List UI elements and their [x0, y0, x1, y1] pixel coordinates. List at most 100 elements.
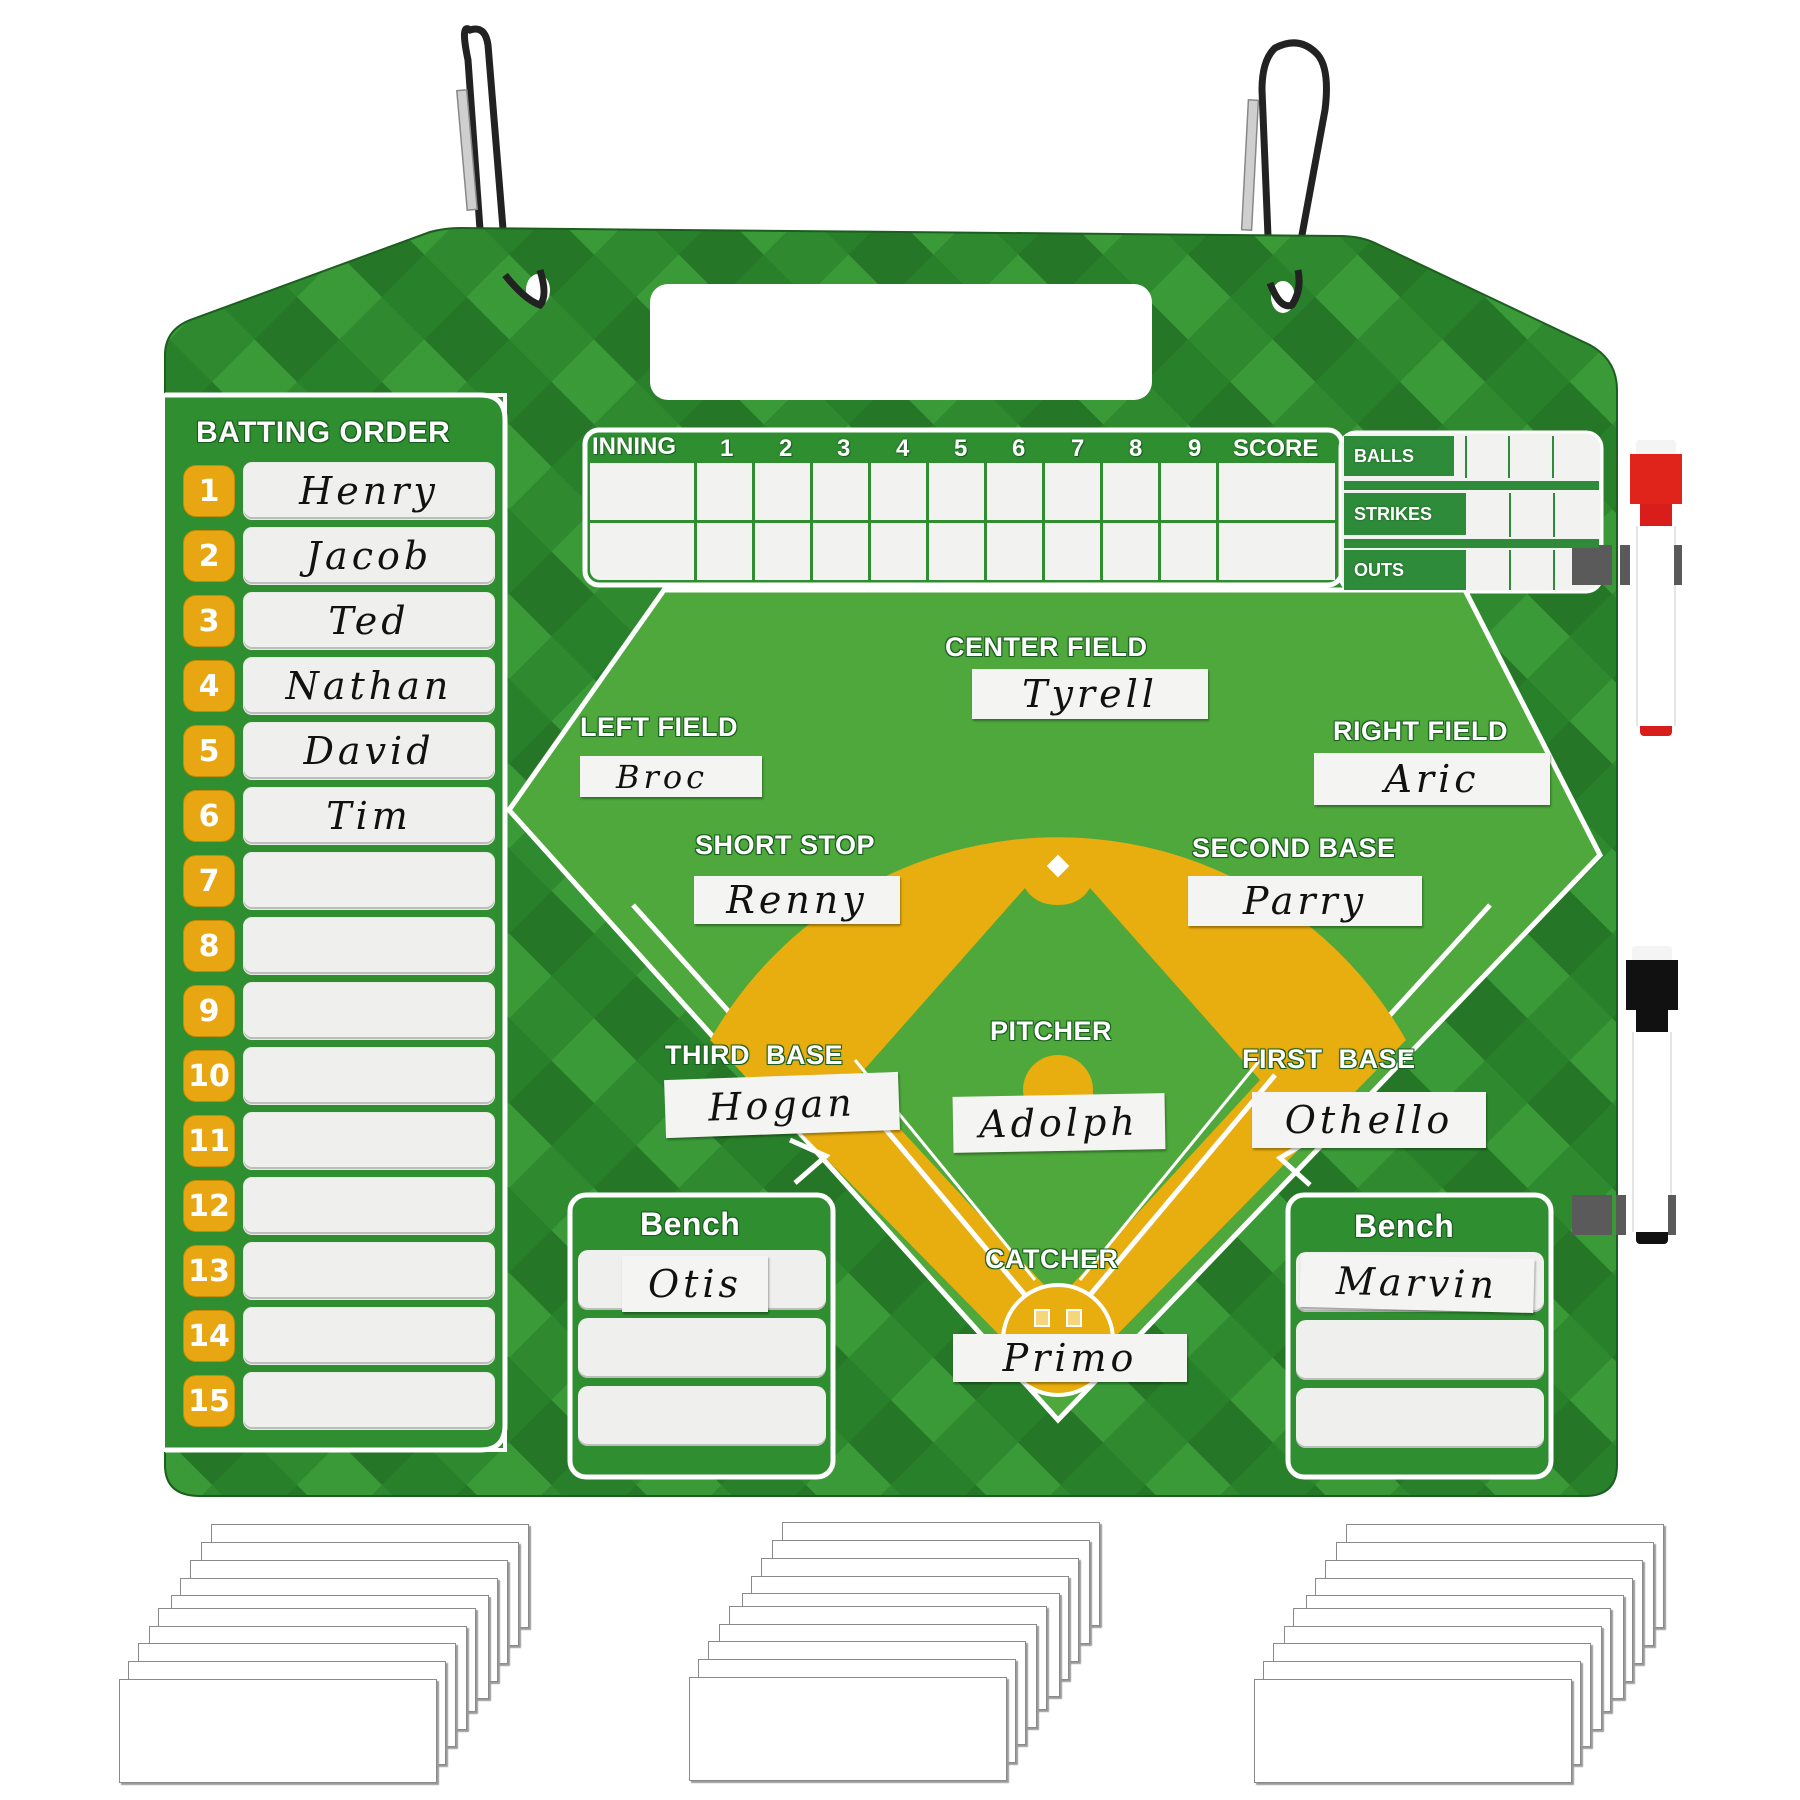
- batting-order-row[interactable]: 12: [184, 1178, 494, 1234]
- outs-label: OUTS: [1344, 550, 1466, 590]
- center-field-slot[interactable]: Tyrell: [972, 669, 1208, 719]
- score-label: SCORE: [1233, 435, 1319, 462]
- inning-9-label: 9: [1188, 435, 1202, 462]
- batting-order-row[interactable]: 15: [184, 1373, 494, 1429]
- team-cell[interactable]: [590, 463, 694, 520]
- team-cell[interactable]: [590, 523, 694, 580]
- bench-right-title: Bench: [1354, 1208, 1455, 1244]
- batting-name-slot[interactable]: David: [244, 723, 494, 779]
- second-base-slot[interactable]: Parry: [1188, 876, 1422, 926]
- batting-name-slot[interactable]: [244, 1373, 494, 1429]
- ball-box-divider: [1508, 436, 1510, 478]
- inning-cell[interactable]: [929, 463, 984, 520]
- player-name: Othello: [1284, 1098, 1454, 1142]
- batting-name-slot[interactable]: Henry: [244, 463, 494, 519]
- bench-player-tag[interactable]: Marvin: [1299, 1252, 1535, 1314]
- inning-cell[interactable]: [697, 523, 752, 580]
- bench-slot[interactable]: [578, 1318, 826, 1378]
- inning-cell[interactable]: [755, 463, 810, 520]
- inning-cell[interactable]: [1103, 463, 1158, 520]
- batting-number-badge: 7: [184, 856, 234, 906]
- third-base-label: THIRD BASE: [665, 1040, 844, 1070]
- bench-slot[interactable]: [1296, 1388, 1544, 1448]
- marker-clip-icon: [1616, 1195, 1626, 1235]
- blank-magnet-tag[interactable]: [689, 1677, 1007, 1781]
- score-cell[interactable]: [1219, 463, 1335, 520]
- inning-cell[interactable]: [1161, 523, 1216, 580]
- catcher-label: CATCHER: [985, 1244, 1119, 1274]
- red-marker-icon[interactable]: [1626, 440, 1686, 740]
- inning-cell[interactable]: [987, 463, 1042, 520]
- inning-3-label: 3: [837, 435, 851, 462]
- batting-order-row[interactable]: 9: [184, 983, 494, 1039]
- pitcher-slot[interactable]: Adolph: [952, 1093, 1166, 1153]
- black-marker-icon[interactable]: [1622, 946, 1682, 1246]
- batting-name-slot[interactable]: [244, 1178, 494, 1234]
- batting-name-slot[interactable]: [244, 983, 494, 1039]
- batting-order-row[interactable]: 10: [184, 1048, 494, 1104]
- batting-number-badge: 12: [184, 1181, 234, 1231]
- player-name: Aric: [1384, 757, 1480, 801]
- inning-cell[interactable]: [929, 523, 984, 580]
- first-base-slot[interactable]: Othello: [1252, 1092, 1486, 1148]
- inning-1-label: 1: [720, 435, 734, 462]
- batting-name-slot[interactable]: Ted: [244, 593, 494, 649]
- inning-cell[interactable]: [987, 523, 1042, 580]
- batting-number-badge: 9: [184, 986, 234, 1036]
- batting-number-badge: 11: [184, 1116, 234, 1166]
- batting-order-row[interactable]: 8: [184, 918, 494, 974]
- inning-cell[interactable]: [697, 463, 752, 520]
- inning-cell[interactable]: [871, 523, 926, 580]
- inning-cell[interactable]: [813, 523, 868, 580]
- batting-name-slot[interactable]: [244, 1113, 494, 1169]
- player-name: Broc: [616, 757, 708, 796]
- batting-name-slot[interactable]: Jacob: [244, 528, 494, 584]
- player-name: Adolph: [978, 1099, 1140, 1147]
- third-base-slot[interactable]: Hogan: [664, 1071, 900, 1139]
- batting-number-badge: 15: [184, 1376, 234, 1426]
- marker-clip-icon: [1668, 1195, 1676, 1235]
- blank-magnet-tag[interactable]: [119, 1679, 437, 1783]
- divider: [1344, 481, 1599, 490]
- batting-name-slot[interactable]: [244, 1308, 494, 1364]
- bench-left-title: Bench: [640, 1206, 741, 1242]
- bench-slot[interactable]: [578, 1386, 826, 1446]
- inning-cell[interactable]: [1045, 523, 1100, 580]
- bench-slot[interactable]: [1296, 1320, 1544, 1380]
- batting-name-slot[interactable]: [244, 1048, 494, 1104]
- inning-cell[interactable]: [755, 523, 810, 580]
- batting-order-row[interactable]: 11: [184, 1113, 494, 1169]
- short-stop-slot[interactable]: Renny: [694, 876, 900, 924]
- score-cell[interactable]: [1219, 523, 1335, 580]
- batting-name-slot[interactable]: [244, 853, 494, 909]
- batting-name-slot[interactable]: Tim: [244, 788, 494, 844]
- out-box-divider: [1509, 550, 1511, 590]
- batting-name-slot[interactable]: Nathan: [244, 658, 494, 714]
- right-field-slot[interactable]: Aric: [1314, 753, 1550, 805]
- batting-name-slot[interactable]: [244, 918, 494, 974]
- player-name: Ted: [328, 599, 410, 643]
- player-name: Parry: [1242, 879, 1368, 923]
- bench-player-tag[interactable]: Otis: [622, 1256, 768, 1312]
- blank-magnet-tag[interactable]: [1254, 1679, 1572, 1783]
- batting-order-row[interactable]: 13: [184, 1243, 494, 1299]
- batting-number-badge: 14: [184, 1311, 234, 1361]
- batting-number-badge: 2: [184, 531, 234, 581]
- inning-cell[interactable]: [813, 463, 868, 520]
- inning-cell[interactable]: [871, 463, 926, 520]
- batting-name-slot[interactable]: [244, 1243, 494, 1299]
- left-field-slot[interactable]: Broc: [580, 756, 762, 797]
- inning-4-label: 4: [896, 435, 910, 462]
- inning-cell[interactable]: [1103, 523, 1158, 580]
- catcher-slot[interactable]: Primo: [953, 1334, 1187, 1382]
- inning-cell[interactable]: [1045, 463, 1100, 520]
- inning-cell[interactable]: [1161, 463, 1216, 520]
- batting-order-row[interactable]: 14: [184, 1308, 494, 1364]
- batting-order-row[interactable]: 7: [184, 853, 494, 909]
